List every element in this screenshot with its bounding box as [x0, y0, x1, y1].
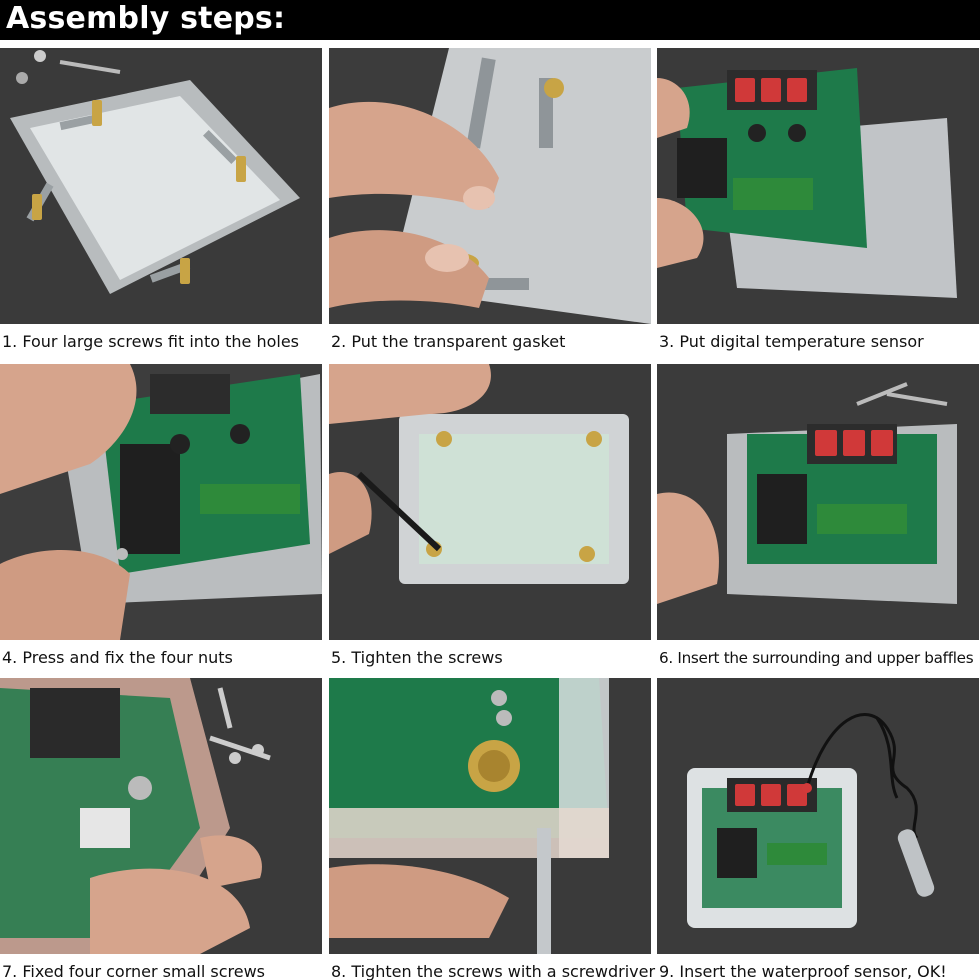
step-3-panel: 3. Put digital temperature sensor — [657, 48, 979, 354]
title-bar: Assembly steps: — [0, 0, 980, 40]
step-5-photo — [329, 364, 651, 640]
step-1-photo — [0, 48, 322, 324]
step-8-panel: 8. Tighten the screws with a screwdriver — [329, 678, 655, 980]
step-3-photo — [657, 48, 979, 324]
step-9-caption: 9. Insert the waterproof sensor, OK! — [659, 962, 947, 980]
step-1-panel: 1. Four large screws fit into the holes — [0, 48, 322, 354]
step-5-panel: 5. Tighten the screws — [329, 364, 651, 670]
corner-screws-illustration — [0, 678, 322, 954]
step-4-photo — [0, 364, 322, 640]
step-7-caption: 7. Fixed four corner small screws — [2, 962, 265, 980]
gasket-placement-illustration — [329, 48, 651, 324]
step-6-panel: 6. Insert the surrounding and upper baff… — [657, 364, 979, 670]
step-8-photo — [329, 678, 651, 954]
step-6-photo — [657, 364, 979, 640]
step-9-panel: 9. Insert the waterproof sensor, OK! — [657, 678, 979, 980]
step-4-caption: 4. Press and fix the four nuts — [2, 648, 233, 667]
tighten-screws-illustration — [329, 364, 651, 640]
step-7-photo — [0, 678, 322, 954]
step-2-panel: 2. Put the transparent gasket — [329, 48, 651, 354]
page-title: Assembly steps: — [6, 1, 286, 36]
step-5-caption: 5. Tighten the screws — [331, 648, 503, 667]
press-nuts-illustration — [0, 364, 322, 640]
step-2-caption: 2. Put the transparent gasket — [331, 332, 566, 351]
step-7-panel: 7. Fixed four corner small screws — [0, 678, 322, 980]
sensor-board-placement-illustration — [657, 48, 979, 324]
step-2-photo — [329, 48, 651, 324]
step-1-caption: 1. Four large screws fit into the holes — [2, 332, 299, 351]
insert-baffles-illustration — [657, 364, 979, 640]
step-6-caption: 6. Insert the surrounding and upper baff… — [659, 649, 974, 667]
step-3-caption: 3. Put digital temperature sensor — [659, 332, 924, 351]
step-8-caption: 8. Tighten the screws with a screwdriver — [331, 962, 656, 980]
step-9-photo — [657, 678, 979, 954]
acrylic-plate-with-screws-illustration — [0, 48, 322, 324]
finished-thermostat-illustration — [657, 678, 979, 954]
screwdriver-tighten-illustration — [329, 678, 651, 954]
step-4-panel: 4. Press and fix the four nuts — [0, 364, 322, 670]
